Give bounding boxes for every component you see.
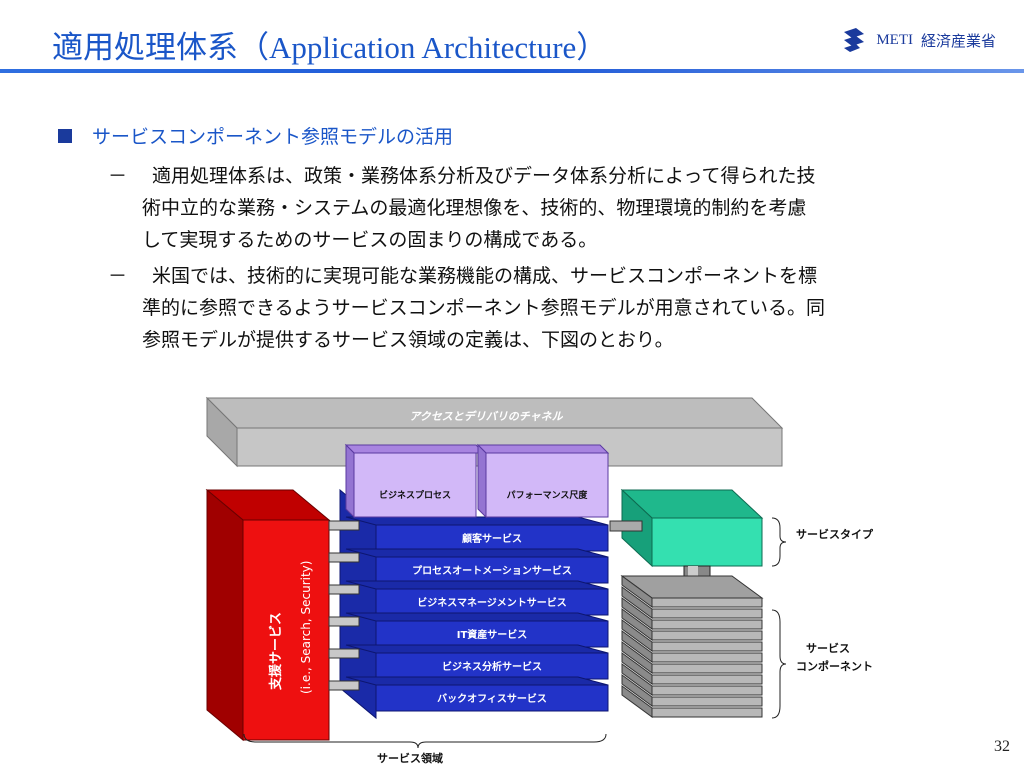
bullet-line: して実現するためのサービスの固まりの構成である。 xyxy=(142,229,598,251)
bullet-line: 術中立的な業務・システムの最適化理想像を、技術的、物理環境的制約を考慮 xyxy=(142,197,807,219)
bullet-list: － 適用処理体系は、政策・業務体系分析及びデータ体系分析によって得られた技 術中… xyxy=(108,160,998,360)
square-bullet-icon xyxy=(58,128,72,143)
connector xyxy=(328,648,360,659)
service-layer: 顧客サービス xyxy=(345,516,609,552)
bullet-item: － 米国では、技術的に実現可能な業務機能の構成、サービスコンポーネントを標 準的… xyxy=(108,260,998,356)
support-label-en: (i.e., Search, Security) xyxy=(299,561,313,694)
service-layer-label: IT資産サービス xyxy=(457,628,528,641)
service-layer: プロセスオートメーションサービス xyxy=(345,548,609,584)
component-plate xyxy=(621,685,763,718)
top-box-label: パフォーマンス尺度 xyxy=(507,489,589,501)
heading-text: サービスコンポーネント参照モデルの活用 xyxy=(92,126,454,148)
bullet-line: 米国では、技術的に実現可能な業務機能の構成、サービスコンポーネントを標 xyxy=(152,265,818,287)
service-domain-brace xyxy=(243,733,607,749)
component-plate xyxy=(621,586,763,619)
service-layer-label: 顧客サービス xyxy=(462,532,522,545)
component-plate xyxy=(621,608,763,641)
page-title: 適用処理体系（Application Architecture） xyxy=(52,22,607,67)
service-layer: バックオフィスサービス xyxy=(345,676,609,712)
bullet-line: 準的に参照できるようサービスコンポーネント参照モデルが用意されている。同 xyxy=(142,297,826,319)
service-layer: ビジネス分析サービス xyxy=(345,644,609,680)
connector xyxy=(328,520,360,531)
service-domain-label: サービス領域 xyxy=(377,751,443,765)
connector xyxy=(328,552,360,563)
brand-jp: 経済産業省 xyxy=(920,31,996,50)
service-type-brace xyxy=(771,517,787,567)
connector xyxy=(328,584,360,595)
bullet-line: 参照モデルが提供するサービス領域の定義は、下図のとおり。 xyxy=(142,329,674,351)
support-services-box: 支援サービス (i.e., Search, Security) xyxy=(205,488,331,742)
section-heading: サービスコンポーネント参照モデルの活用 xyxy=(58,122,453,149)
service-layer-label: ビジネス分析サービス xyxy=(442,660,542,673)
connector xyxy=(328,616,360,627)
service-component-label-1: サービス xyxy=(806,641,850,655)
connector xyxy=(609,520,643,532)
title-jp: 適用処理体系 xyxy=(52,30,238,66)
bullet-item: － 適用処理体系は、政策・業務体系分析及びデータ体系分析によって得られた技 術中… xyxy=(108,160,998,256)
service-layer: ビジネスマネージメントサービス xyxy=(345,580,609,616)
page-number: 32 xyxy=(994,738,1010,755)
service-component-label-2: コンポーネント xyxy=(796,659,873,673)
brand-en: METI xyxy=(876,31,913,48)
component-plate xyxy=(621,674,763,707)
component-plate xyxy=(621,619,763,652)
bullet-dash: － xyxy=(108,165,128,187)
title-en: （Application Architecture） xyxy=(238,30,608,65)
component-plate xyxy=(620,575,764,608)
channel-label: アクセスとデリバリのチャネル xyxy=(409,410,563,423)
service-component-brace xyxy=(771,609,787,719)
component-plate xyxy=(621,663,763,696)
top-box-business-process: ビジネスプロセス xyxy=(344,443,486,519)
title-rule xyxy=(0,69,1024,73)
service-layer-label: ビジネスマネージメントサービス xyxy=(417,596,567,609)
service-layer-label: バックオフィスサービス xyxy=(437,692,547,705)
service-layer: IT資産サービス xyxy=(345,612,609,648)
component-plate xyxy=(621,641,763,674)
service-type-box xyxy=(620,488,764,568)
meti-logo-icon xyxy=(844,28,865,52)
component-stack xyxy=(620,575,764,718)
brand-logo: METI 経済産業省 xyxy=(840,26,996,54)
bullet-dash: － xyxy=(108,265,128,287)
support-label-jp: 支援サービス xyxy=(268,612,284,691)
bullet-line: 適用処理体系は、政策・業務体系分析及びデータ体系分析によって得られた技 xyxy=(152,165,816,187)
top-box-label: ビジネスプロセス xyxy=(379,489,451,501)
service-layer-label: プロセスオートメーションサービス xyxy=(412,564,572,577)
service-type-label: サービスタイプ xyxy=(796,527,874,541)
component-plate xyxy=(621,630,763,663)
connector xyxy=(328,680,360,691)
service-reference-diagram: アクセスとデリバリのチャネル 顧客サービスプロセスオートメーションサービスビジネ… xyxy=(205,396,874,765)
component-plate xyxy=(621,652,763,685)
component-plate xyxy=(621,597,763,630)
top-box-performance: パフォーマンス尺度 xyxy=(476,443,610,519)
